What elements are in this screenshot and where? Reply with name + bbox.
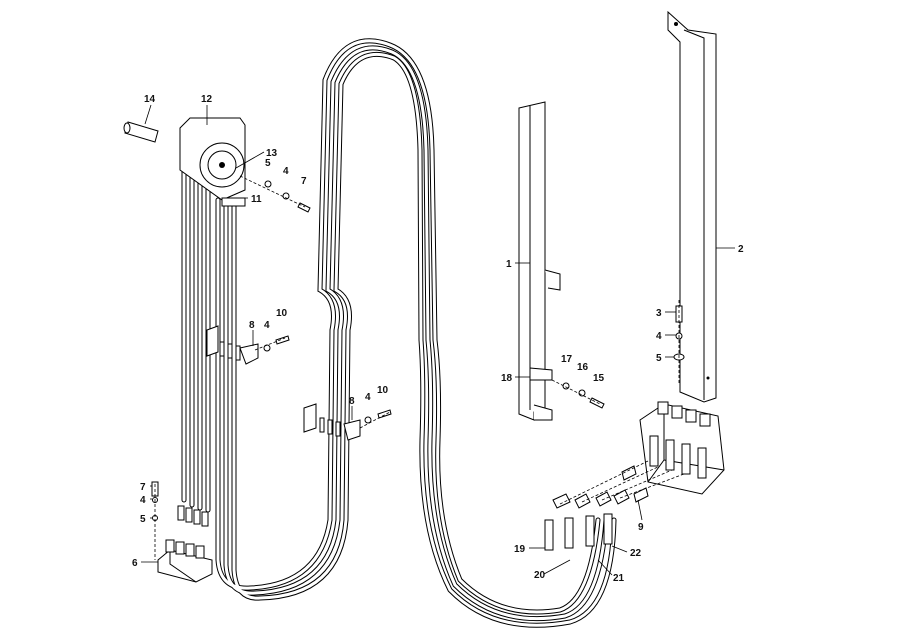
callout-5: 5: [656, 353, 662, 364]
callout-19: 19: [514, 544, 526, 555]
callouts: 1 2 3 4 4 4 4 4 5 5 5 6 7 7 8 8 9 10 10 …: [132, 94, 744, 584]
callout-5: 5: [140, 514, 146, 525]
bracket-right: [667, 10, 717, 403]
callout-4: 4: [656, 331, 662, 342]
clamp-upper: [206, 325, 259, 365]
callout-15: 15: [593, 373, 605, 384]
callout-8: 8: [349, 396, 355, 407]
callout-16: 16: [577, 362, 589, 373]
callout-8: 8: [249, 320, 255, 331]
callout-18: 18: [501, 373, 513, 384]
clamp-lower: [303, 403, 361, 441]
callout-4: 4: [365, 392, 371, 403]
leader-lines: [141, 104, 735, 576]
control-valve-bank: [639, 401, 725, 495]
callout-9: 9: [638, 522, 644, 533]
callout-21: 21: [613, 573, 625, 584]
callout-10: 10: [377, 385, 389, 396]
callout-7: 7: [301, 176, 307, 187]
callout-12: 12: [201, 94, 213, 105]
callout-3: 3: [656, 308, 662, 319]
callout-4: 4: [283, 166, 289, 177]
hose-reel: [179, 117, 246, 207]
callout-10: 10: [276, 308, 288, 319]
callout-6: 6: [132, 558, 138, 569]
manifold-block: [157, 505, 213, 583]
callout-4: 4: [140, 495, 146, 506]
callout-2: 2: [738, 244, 744, 255]
callout-11: 11: [251, 194, 262, 205]
callout-5: 5: [265, 158, 271, 169]
callout-1: 1: [506, 259, 512, 270]
callout-14: 14: [144, 94, 156, 105]
assembly-lines: [154, 175, 685, 560]
callout-7: 7: [140, 482, 146, 493]
callout-4: 4: [264, 320, 270, 331]
sleeve: [123, 121, 159, 143]
callout-17: 17: [561, 354, 573, 365]
bracket-left: [518, 101, 561, 421]
callout-13: 13: [266, 148, 278, 159]
callout-20: 20: [534, 570, 546, 581]
hose-fittings: [544, 465, 649, 551]
callout-22: 22: [630, 548, 642, 559]
